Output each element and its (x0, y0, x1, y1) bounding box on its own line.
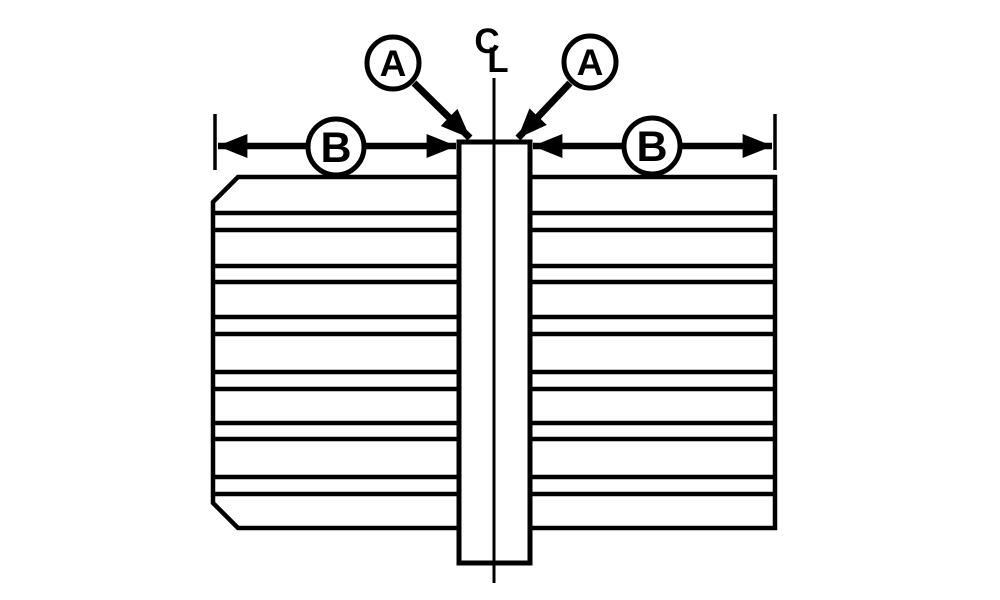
dim-b-right-balloon (621, 115, 683, 177)
callout-a-right: A (515, 33, 619, 141)
callout-a-left-leader (411, 80, 473, 141)
centerline-symbol-l: L (487, 41, 508, 80)
dim-b-right-label: B (636, 123, 667, 171)
dim-b-left-balloon (305, 116, 367, 178)
centerline-symbol: C L (474, 22, 508, 80)
body-left-lines (213, 210, 459, 497)
callout-a-left-balloon (364, 34, 422, 92)
callout-a-right-label: A (577, 42, 604, 83)
callout-a-left: A (364, 34, 473, 141)
callout-a-right-leader (515, 80, 573, 141)
left-body-block (210, 174, 462, 531)
callout-a-right-balloon (561, 33, 619, 91)
callout-a-left-label: A (380, 43, 407, 84)
right-body-block (527, 174, 778, 531)
centerline-symbol-c: C (474, 22, 499, 61)
dim-b-left-label: B (320, 124, 351, 172)
dimension-b-right: B (532, 114, 777, 177)
body-right-lines (530, 210, 775, 497)
dimension-b-left: B (213, 114, 457, 178)
